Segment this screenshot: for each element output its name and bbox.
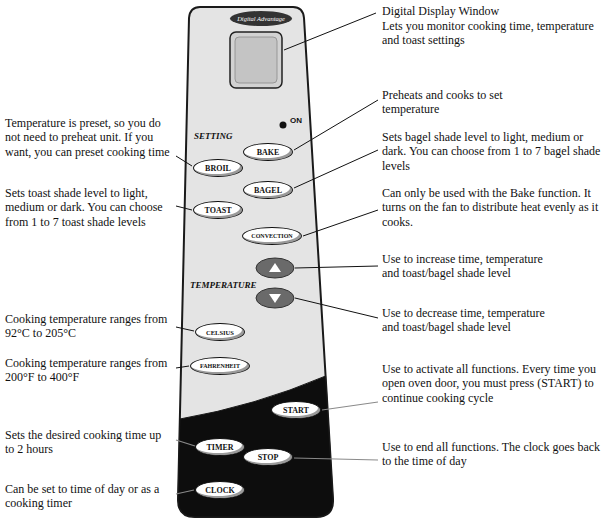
control-button: START: [271, 401, 321, 419]
button-label: BAKE: [257, 148, 280, 157]
up-arrow-button: [256, 258, 294, 278]
leader-line: [284, 13, 376, 50]
leader-line: [295, 298, 378, 318]
button-label: Digital Advantage: [237, 15, 285, 22]
callout-text: Cooking temperature ranges from 92°C to …: [5, 312, 173, 341]
control-panel: SETTING TEMPERATURE Digital AdvantageBAKE B…: [175, 4, 337, 520]
display-window: [230, 32, 282, 88]
callout-text: Use to end all functions. The clock goes…: [382, 440, 608, 469]
control-button: CONVECTION: [242, 227, 302, 245]
leader-line: [176, 440, 195, 446]
callout-text: Can be set to time of day or as a cookin…: [5, 482, 173, 511]
section-heading: TEMPERATURE: [190, 280, 257, 290]
control-button: FAHRENHEIT: [190, 357, 250, 375]
button-label: TOAST: [205, 206, 232, 215]
callout-text: Sets toast shade level to light, medium …: [5, 186, 173, 229]
display-screen: [235, 37, 277, 83]
down-arrow-button: [256, 288, 294, 308]
button-label: CONVECTION: [251, 233, 292, 239]
down-arrow-symbol: [269, 294, 281, 303]
panel-body: [178, 7, 333, 517]
button-label: FAHRENHEIT: [200, 363, 240, 369]
leader-line: [322, 402, 378, 410]
button-label: TIMER: [206, 443, 233, 452]
callout-text: Sets bagel shade level to light, medium …: [382, 130, 608, 173]
leader-line: [176, 490, 194, 494]
leader-line: [303, 210, 378, 236]
callout-text: Sets the desired cooking time up to 2 ho…: [5, 428, 173, 457]
callout-text: Lets you monitor cooking time, temperatu…: [382, 19, 608, 48]
button-label: START: [283, 406, 309, 415]
callout-text: Can only be used with the Bake function.…: [382, 186, 608, 229]
control-button: BROIL: [193, 159, 243, 177]
panel-dark-section: [178, 376, 333, 517]
callout-text: Temperature is preset, so you do not nee…: [5, 116, 173, 159]
callout-text: Cooking temperature ranges from 200°F to…: [5, 356, 173, 385]
control-button: BAKE: [243, 143, 293, 161]
control-button: CELSIUS: [195, 323, 245, 341]
button-label: CLOCK: [205, 486, 234, 495]
button-label: BROIL: [205, 164, 231, 173]
leader-line: [294, 458, 378, 460]
callout-text: Use to decrease time, temperature and to…: [382, 306, 552, 335]
control-button: TOAST: [193, 201, 243, 219]
control-button: TIMER: [195, 438, 245, 456]
power-indicator: [280, 122, 287, 129]
section-heading: SETTING: [194, 131, 233, 141]
button-label: CELSIUS: [206, 329, 234, 336]
indicator-label: ON: [290, 116, 310, 126]
control-button: BAGEL: [243, 181, 293, 199]
callout-text: Use to increase time, temperature and to…: [382, 252, 552, 281]
leader-line: [176, 366, 189, 368]
leader-line: [176, 327, 194, 331]
leader-line: [294, 150, 378, 188]
callout-text: Digital Display Window: [382, 4, 608, 18]
button-label: BAGEL: [254, 186, 282, 195]
control-button: CLOCK: [195, 481, 245, 499]
callout-text: Use to activate all functions. Every tim…: [382, 362, 608, 405]
leader-line: [295, 266, 378, 268]
leader-line: [176, 156, 192, 166]
brand-badge: Digital Advantage: [230, 11, 292, 26]
up-arrow-symbol: [269, 263, 281, 272]
leader-line: [294, 100, 378, 150]
control-button: STOP: [243, 448, 293, 466]
callout-text: Preheats and cooks to set temperature: [382, 88, 542, 117]
button-label: STOP: [258, 453, 279, 462]
leader-line: [176, 206, 192, 210]
